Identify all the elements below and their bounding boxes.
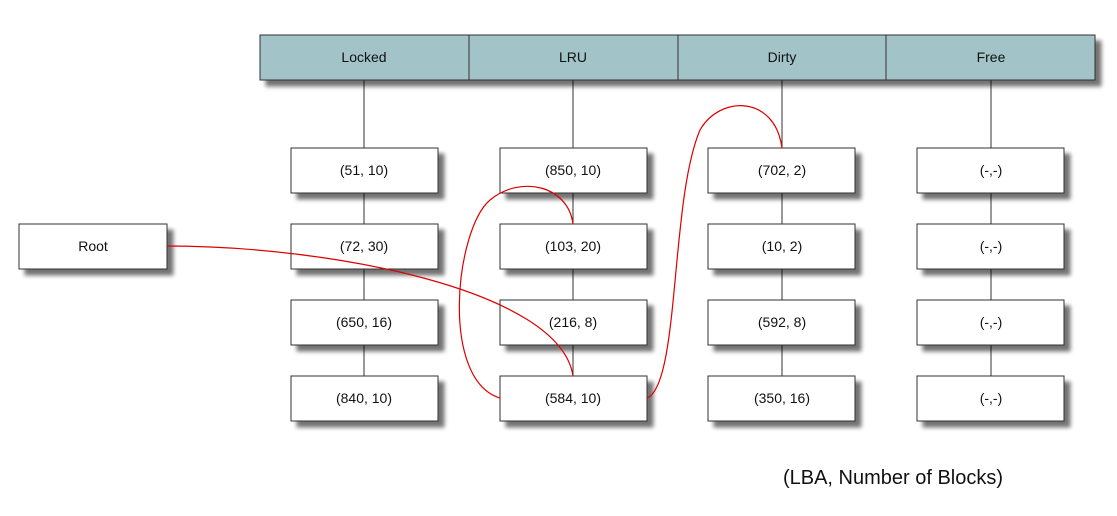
node-box	[290, 299, 439, 346]
node-box	[290, 223, 439, 270]
header-label-dirty: Dirty	[768, 49, 797, 65]
connector-lines	[363, 80, 992, 398]
node-label: (-,-)	[980, 314, 1003, 330]
legend-caption: (LBA, Number of Blocks)	[783, 467, 1003, 489]
node-box	[707, 223, 856, 270]
header-cell-free	[885, 34, 1096, 81]
column-free: (-,-) (-,-) (-,-) (-,-)	[916, 147, 1065, 422]
node-label: (-,-)	[980, 238, 1003, 254]
node-box	[499, 299, 648, 346]
root-node-label: Root	[78, 238, 108, 254]
node-box	[707, 375, 856, 422]
node-label: (-,-)	[980, 162, 1003, 178]
header-cell-locked	[259, 34, 470, 81]
node-label: (216, 8)	[549, 314, 597, 330]
header-label-free: Free	[977, 49, 1006, 65]
header-label-lru: LRU	[559, 49, 587, 65]
root-node-box	[18, 223, 168, 270]
link-584-to-702	[646, 105, 783, 399]
node-label: (-,-)	[980, 390, 1003, 406]
column-locked: (51, 10) (72, 30) (650, 16) (840, 10)	[290, 147, 439, 422]
node-label: (592, 8)	[758, 314, 806, 330]
node-box	[916, 299, 1065, 346]
node-box	[290, 375, 439, 422]
header-cell-lru	[468, 34, 679, 81]
node-box	[916, 223, 1065, 270]
node-label: (10, 2)	[762, 238, 802, 254]
node-label: (840, 10)	[336, 390, 392, 406]
header-cell-dirty	[677, 34, 887, 81]
node-box	[916, 147, 1065, 194]
column-dirty: (702, 2) (10, 2) (592, 8) (350, 16)	[707, 147, 856, 422]
header-bar	[259, 34, 1096, 81]
column-lru: (850, 10) (103, 20) (216, 8) (584, 10)	[499, 147, 648, 422]
node-label: (584, 10)	[545, 390, 601, 406]
header-label-locked: Locked	[341, 49, 386, 65]
node-box	[290, 147, 439, 194]
node-box	[707, 147, 856, 194]
root-node: Root	[18, 223, 168, 270]
lru-links	[166, 105, 783, 399]
node-label: (650, 16)	[336, 314, 392, 330]
node-box	[707, 299, 856, 346]
node-label: (850, 10)	[545, 162, 601, 178]
node-label: (72, 30)	[340, 238, 388, 254]
link-root-to-584	[166, 245, 574, 377]
link-584-to-103	[458, 185, 574, 399]
node-label: (103, 20)	[545, 238, 601, 254]
node-box	[499, 223, 648, 270]
node-label: (702, 2)	[758, 162, 806, 178]
node-box	[499, 147, 648, 194]
node-label: (51, 10)	[340, 162, 388, 178]
node-label: (350, 16)	[754, 390, 810, 406]
node-box	[499, 375, 648, 422]
node-box	[916, 375, 1065, 422]
